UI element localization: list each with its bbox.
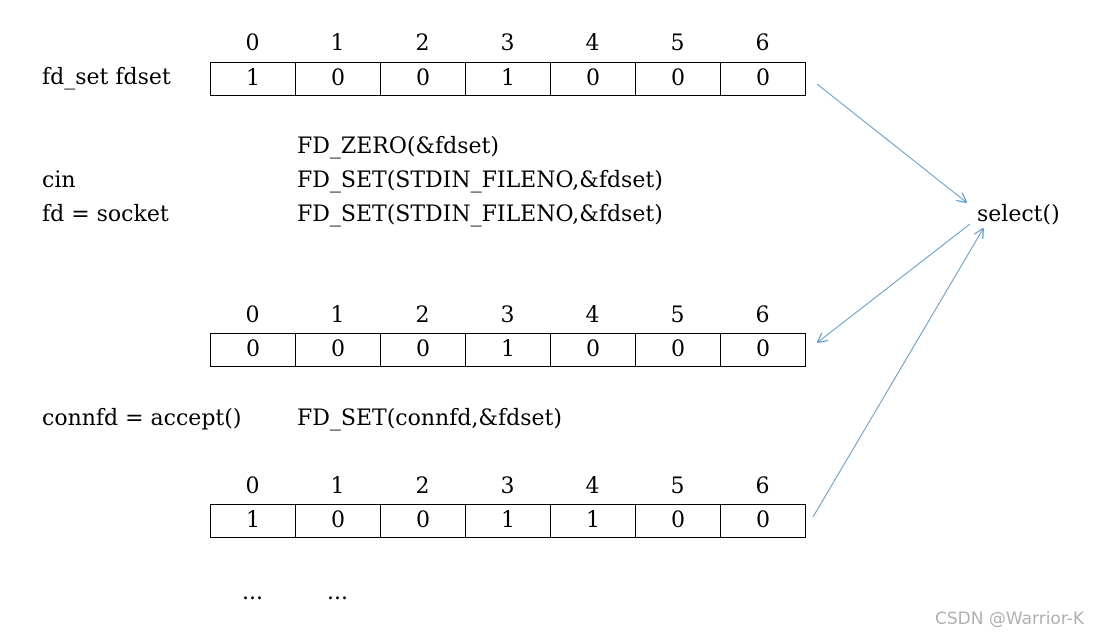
index-label: 2 (415, 474, 430, 499)
bit-cell: 0 (296, 334, 381, 366)
watermark: CSDN @Warrior-K (935, 609, 1084, 629)
statement-label: cin (42, 168, 76, 193)
fdset-array-3: 1 0 0 1 1 0 0 (210, 504, 806, 538)
bit-cell: 1 (466, 334, 551, 366)
fdset-array-2: 0 0 0 1 0 0 0 (210, 333, 806, 367)
index-label: 1 (330, 303, 345, 328)
bit-cell: 0 (636, 334, 721, 366)
index-label: 4 (585, 31, 600, 56)
bit-cell: 1 (551, 505, 636, 537)
statement-code: FD_ZERO(&fdset) (297, 134, 499, 159)
index-label: 1 (330, 474, 345, 499)
index-label: 0 (245, 474, 260, 499)
index-label: 3 (500, 31, 515, 56)
index-label: 0 (245, 31, 260, 56)
bit-cell: 0 (636, 505, 721, 537)
select-label: select() (977, 202, 1060, 227)
index-label: 2 (415, 303, 430, 328)
bit-cell: 0 (296, 63, 381, 95)
bit-cell: 1 (466, 505, 551, 537)
bit-cell: 0 (636, 63, 721, 95)
statement-code: FD_SET(STDIN_FILENO,&fdset) (297, 168, 663, 193)
index-label: 5 (670, 31, 685, 56)
bit-cell: 0 (381, 334, 466, 366)
arrow-to-select (812, 229, 983, 518)
statement-label: connfd = accept() (42, 406, 242, 431)
index-label: 3 (500, 303, 515, 328)
index-label: 4 (585, 474, 600, 499)
bit-cell: 0 (551, 63, 636, 95)
index-label: 5 (670, 303, 685, 328)
statement-label: fd = socket (42, 202, 169, 227)
statement-code: FD_SET(STDIN_FILENO,&fdset) (297, 202, 663, 227)
index-label: 1 (330, 31, 345, 56)
index-label: 5 (670, 474, 685, 499)
index-label: 6 (755, 474, 770, 499)
index-label: 3 (500, 474, 515, 499)
bit-cell: 0 (756, 508, 770, 533)
fdset-array-1: 1 0 0 1 0 0 0 (210, 62, 806, 96)
index-label: 2 (415, 31, 430, 56)
fdset-label: fd_set fdset (42, 65, 171, 90)
index-label: 6 (755, 31, 770, 56)
bit-cell: 0 (296, 505, 381, 537)
bit-cell: 0 (381, 505, 466, 537)
index-label: 4 (585, 303, 600, 328)
statement-code: FD_SET(connfd,&fdset) (297, 406, 562, 431)
ellipsis: ... (327, 580, 348, 605)
index-label: 0 (245, 303, 260, 328)
arrow-from-select (818, 223, 971, 342)
ellipsis: ... (242, 580, 263, 605)
bit-cell: 0 (211, 334, 296, 366)
bit-cell: 1 (211, 505, 296, 537)
arrow-to-select (816, 83, 966, 202)
bit-cell: 0 (756, 337, 770, 362)
bit-cell: 0 (381, 63, 466, 95)
bit-cell: 0 (551, 334, 636, 366)
bit-cell: 1 (466, 63, 551, 95)
bit-cell: 1 (211, 63, 296, 95)
bit-cell: 0 (756, 66, 770, 91)
index-label: 6 (755, 303, 770, 328)
